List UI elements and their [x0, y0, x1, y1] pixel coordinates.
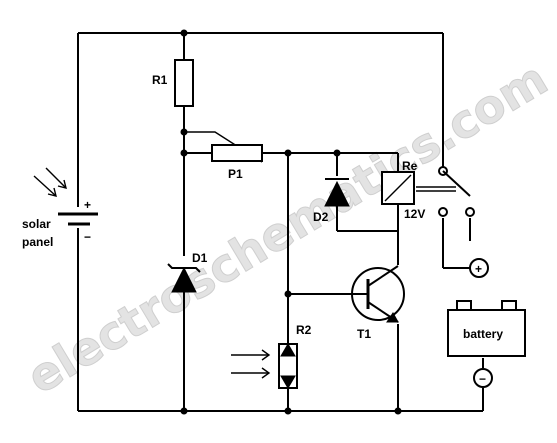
battery-label: battery — [463, 327, 503, 341]
battery: battery — [447, 300, 526, 357]
relay-voltage-label: 12V — [404, 207, 425, 221]
r2-label: R2 — [296, 323, 312, 337]
transistor-t1: T1 — [351, 265, 405, 341]
output-minus-label: − — [479, 372, 486, 386]
diode-d2: D2 — [313, 178, 350, 224]
solar-plus-label: + — [84, 198, 91, 212]
d1-label: D1 — [192, 251, 208, 265]
relay-switch — [438, 166, 475, 217]
junctions — [180, 29, 402, 415]
solar-panel: + − solar panel — [22, 167, 98, 249]
potentiometer-p1: P1 — [211, 144, 263, 181]
output-minus-terminal: − — [473, 368, 493, 388]
p1-label: P1 — [228, 167, 243, 181]
resistor-r1: R1 — [152, 59, 194, 107]
t1-label: T1 — [357, 327, 371, 341]
d2-label: D2 — [313, 210, 329, 224]
light-arrows-icon — [231, 349, 271, 379]
solar-minus-label: − — [84, 230, 91, 244]
zener-diode-d1: D1 — [167, 251, 208, 293]
relay-re: Re 12V — [381, 159, 456, 221]
ldr-r2: R2 — [231, 323, 312, 389]
solar-label-line1: solar — [22, 217, 51, 231]
relay-label: Re — [402, 159, 418, 173]
output-plus-label: + — [475, 262, 482, 276]
solar-label-line2: panel — [22, 235, 53, 249]
light-arrows-icon — [33, 167, 67, 197]
r1-label: R1 — [152, 73, 168, 87]
output-plus-terminal: + — [469, 258, 489, 278]
